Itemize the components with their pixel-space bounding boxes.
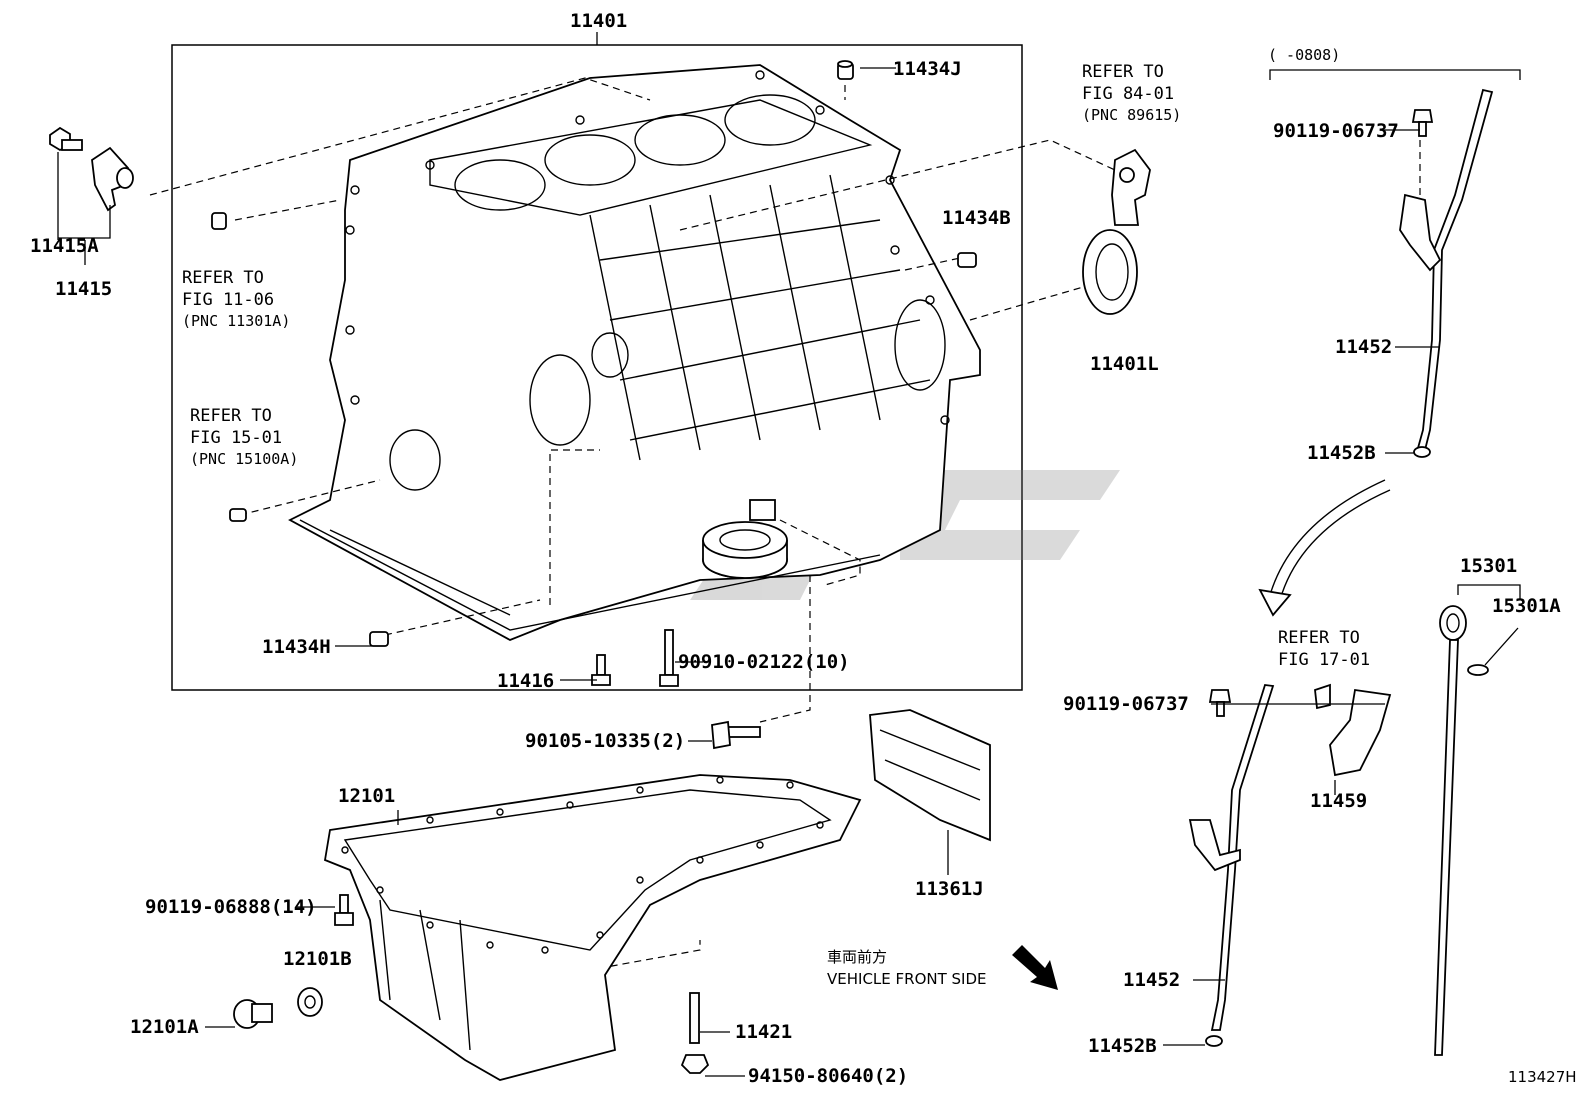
label-11452-bottom: 11452 (1123, 969, 1180, 991)
baffle-plate-11361J (869, 709, 991, 842)
label-leaders (205, 67, 1521, 1077)
stud-11421 (689, 992, 700, 1044)
svg-text:FIG 84-01: FIG 84-01 (1082, 84, 1174, 104)
label-90105-10335: 90105-10335(2) (525, 730, 685, 752)
reference-notes: REFER TO FIG 11-06 (PNC 11301A) REFER TO… (182, 62, 1370, 670)
ref-fig-17-01: REFER TO FIG 17-01 (1278, 628, 1370, 670)
label-90910-02122: 90910-02122(10) (678, 651, 850, 673)
svg-text:FIG 15-01: FIG 15-01 (190, 428, 282, 448)
drain-plug-12101A (233, 999, 273, 1029)
cylinder-block-drawing (288, 64, 981, 641)
dashed-leaders (149, 77, 1421, 971)
label-11361J: 11361J (915, 878, 984, 900)
oil-filter-boss (702, 499, 788, 579)
dipstick-15301 (1434, 605, 1489, 1056)
knock-pin-lower-left (229, 508, 247, 522)
bolt-90119-06737-top (1411, 109, 1434, 137)
date-range-label: ( -0808) (1268, 46, 1340, 64)
part-number-labels: 11401 11434J 11415A 11415 11434B 11401L … (30, 10, 1561, 1087)
vehicle-front-japanese: 車両前方 (827, 948, 887, 966)
label-12101A: 12101A (130, 1016, 199, 1038)
clamp-11459 (1314, 683, 1392, 777)
label-11434H: 11434H (262, 636, 331, 658)
label-12101B: 12101B (283, 948, 352, 970)
vehicle-front-arrow (1012, 945, 1058, 990)
bolt-90105 (711, 720, 761, 750)
label-11415A: 11415A (30, 235, 99, 257)
label-11459: 11459 (1310, 790, 1367, 812)
label-11415: 11415 (55, 278, 112, 300)
oil-seal-11401L (1082, 229, 1138, 315)
knock-pin-11434B (957, 252, 977, 268)
label-94150-80640: 94150-80640(2) (748, 1065, 908, 1087)
curved-arrow (1258, 479, 1391, 617)
drain-cock-11415 (49, 126, 134, 265)
svg-text:REFER TO: REFER TO (1278, 628, 1360, 648)
label-12101: 12101 (338, 785, 395, 807)
svg-text:(PNC 89615): (PNC 89615) (1082, 106, 1181, 124)
label-11401: 11401 (570, 10, 627, 32)
label-15301A: 15301A (1492, 595, 1561, 617)
nut-94150 (680, 1054, 710, 1074)
knock-pin-upper-left (211, 212, 227, 230)
bolt-90119-06888 (334, 894, 354, 926)
ref-fig-15-01: REFER TO FIG 15-01 (PNC 15100A) (190, 406, 298, 468)
gasket-12101B (297, 987, 323, 1017)
knock-pin-11434H (369, 631, 389, 647)
oil-pan-12101 (323, 774, 862, 1081)
label-11434J: 11434J (893, 58, 962, 80)
label-11434B: 11434B (942, 207, 1011, 229)
dipstick-guide-top (1399, 88, 1494, 458)
label-90119-06737-top: 90119-06737 (1273, 120, 1399, 142)
svg-text:FIG 11-06: FIG 11-06 (182, 290, 274, 310)
figure-code: 113427H (1508, 1068, 1577, 1086)
svg-text:REFER TO: REFER TO (190, 406, 272, 426)
ref-fig-11-06: REFER TO FIG 11-06 (PNC 11301A) (182, 268, 290, 330)
label-90119-06888: 90119-06888(14) (145, 896, 317, 918)
label-90119-06737-bottom: 90119-06737 (1063, 693, 1189, 715)
oil-pan-bolt-holes (341, 776, 824, 954)
svg-text:REFER TO: REFER TO (182, 268, 264, 288)
label-11401L: 11401L (1090, 353, 1159, 375)
svg-text:REFER TO: REFER TO (1082, 62, 1164, 82)
label-11452B-bottom: 11452B (1088, 1035, 1157, 1057)
dipstick-guide-bottom (1188, 684, 1275, 1047)
label-11416: 11416 (497, 670, 554, 692)
bolt-90119-06737-bottom (1208, 689, 1232, 717)
bolt-11416 (591, 654, 611, 686)
label-11421: 11421 (735, 1021, 792, 1043)
knock-sensor (1111, 148, 1151, 226)
knock-pin-11434J (837, 60, 854, 80)
label-11452B-top: 11452B (1307, 442, 1376, 464)
vehicle-front-english: VEHICLE FRONT SIDE (827, 970, 987, 988)
label-15301: 15301 (1460, 555, 1517, 577)
svg-text:FIG 17-01: FIG 17-01 (1278, 650, 1370, 670)
svg-text:(PNC 11301A): (PNC 11301A) (182, 312, 290, 330)
date-range-bracket (1269, 69, 1521, 80)
bolt-90910 (659, 629, 679, 687)
ref-fig-84-01: REFER TO FIG 84-01 (PNC 89615) (1082, 62, 1181, 124)
label-11452-top: 11452 (1335, 336, 1392, 358)
svg-text:(PNC 15100A): (PNC 15100A) (190, 450, 298, 468)
block-bolt-holes (345, 70, 950, 425)
